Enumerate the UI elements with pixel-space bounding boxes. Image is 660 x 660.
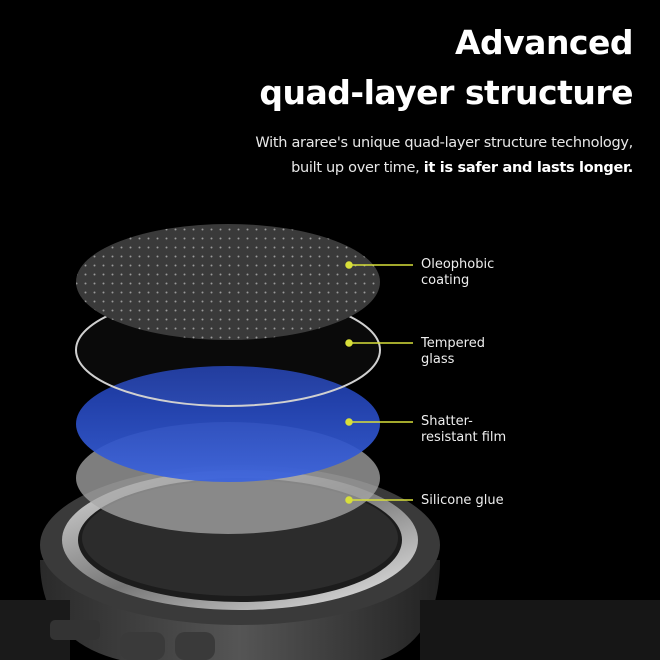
leader-lines (345, 261, 413, 504)
label-line: Silicone glue (421, 493, 504, 508)
description-line-1: With araree's unique quad-layer structur… (255, 135, 633, 151)
label-line: resistant film (421, 430, 507, 445)
description-bold: it is safer and lasts longer. (423, 160, 634, 176)
description-line-2: built up over time, it is safer and last… (291, 156, 633, 181)
oleophobic-coating-layer (76, 224, 380, 340)
heading-line-2: quad-layer structure (259, 73, 633, 112)
label-line: coating (421, 273, 470, 288)
label-line: Tempered (421, 336, 485, 351)
heading-line-1: Advanced (455, 23, 634, 62)
label-line: Oleophobic (421, 257, 495, 272)
shatter-resistant-film-layer (76, 366, 380, 482)
label-line: Shatter- (421, 414, 473, 429)
label-silicone-glue: Silicone glue (421, 493, 504, 509)
label-shatter-resistant-film: Shatter-resistant film (421, 414, 506, 446)
description-regular: built up over time, (291, 160, 424, 176)
label-line: glass (421, 352, 455, 367)
